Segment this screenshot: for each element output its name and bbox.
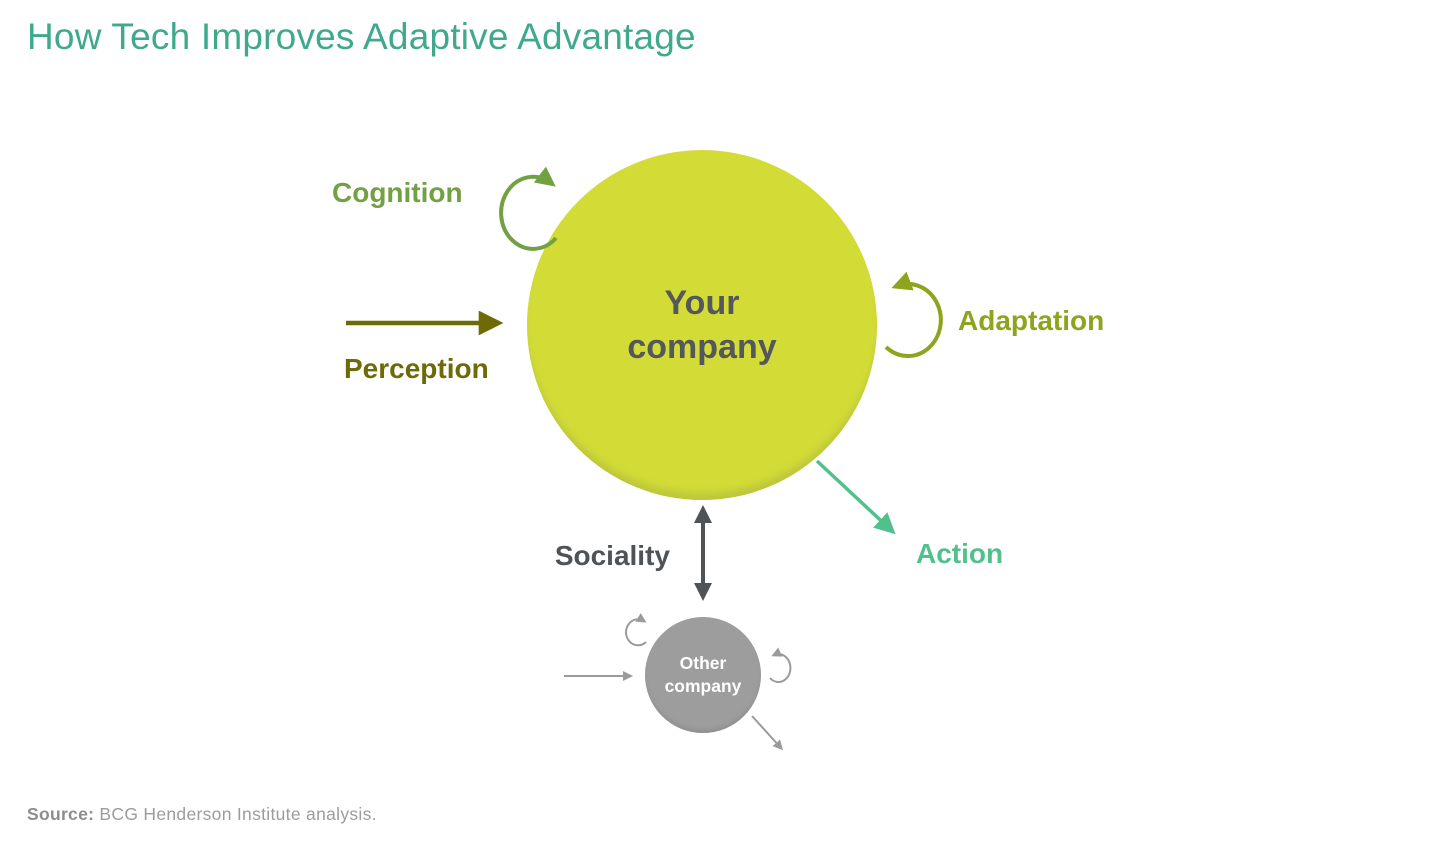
sociality-double-arrow-icon [694,505,712,601]
mini-cognition-loop-arrow-icon [625,613,647,647]
your-company-label: Your company [627,283,777,366]
adaptation-loop-arrow-icon [884,271,943,358]
adaptation-label: Adaptation [958,305,1105,336]
cognition-loop-arrow-icon [499,166,558,251]
source-text: BCG Henderson Institute analysis. [94,804,377,824]
sociality-label: Sociality [554,540,670,571]
cognition-label: Cognition [332,177,463,208]
other-company-mini-arrows [564,613,792,751]
mini-adaptation-loop-arrow-icon [769,647,792,683]
source-note: Source: BCG Henderson Institute analysis… [27,804,377,825]
page-title: How Tech Improves Adaptive Advantage [27,16,696,57]
other-company-circle: Other company [645,617,761,733]
mini-action-arrow-icon [751,715,784,751]
action-arrow-icon [815,459,896,535]
sociality-arrowhead-up [694,505,712,523]
your-company-circle: Your company [527,150,877,500]
other-company-label: Other company [664,653,742,696]
source-label: Source: [27,804,95,824]
action-label: Action [916,538,1004,569]
perception-label: Perception [344,353,489,384]
sociality-arrowhead-down [694,583,712,601]
